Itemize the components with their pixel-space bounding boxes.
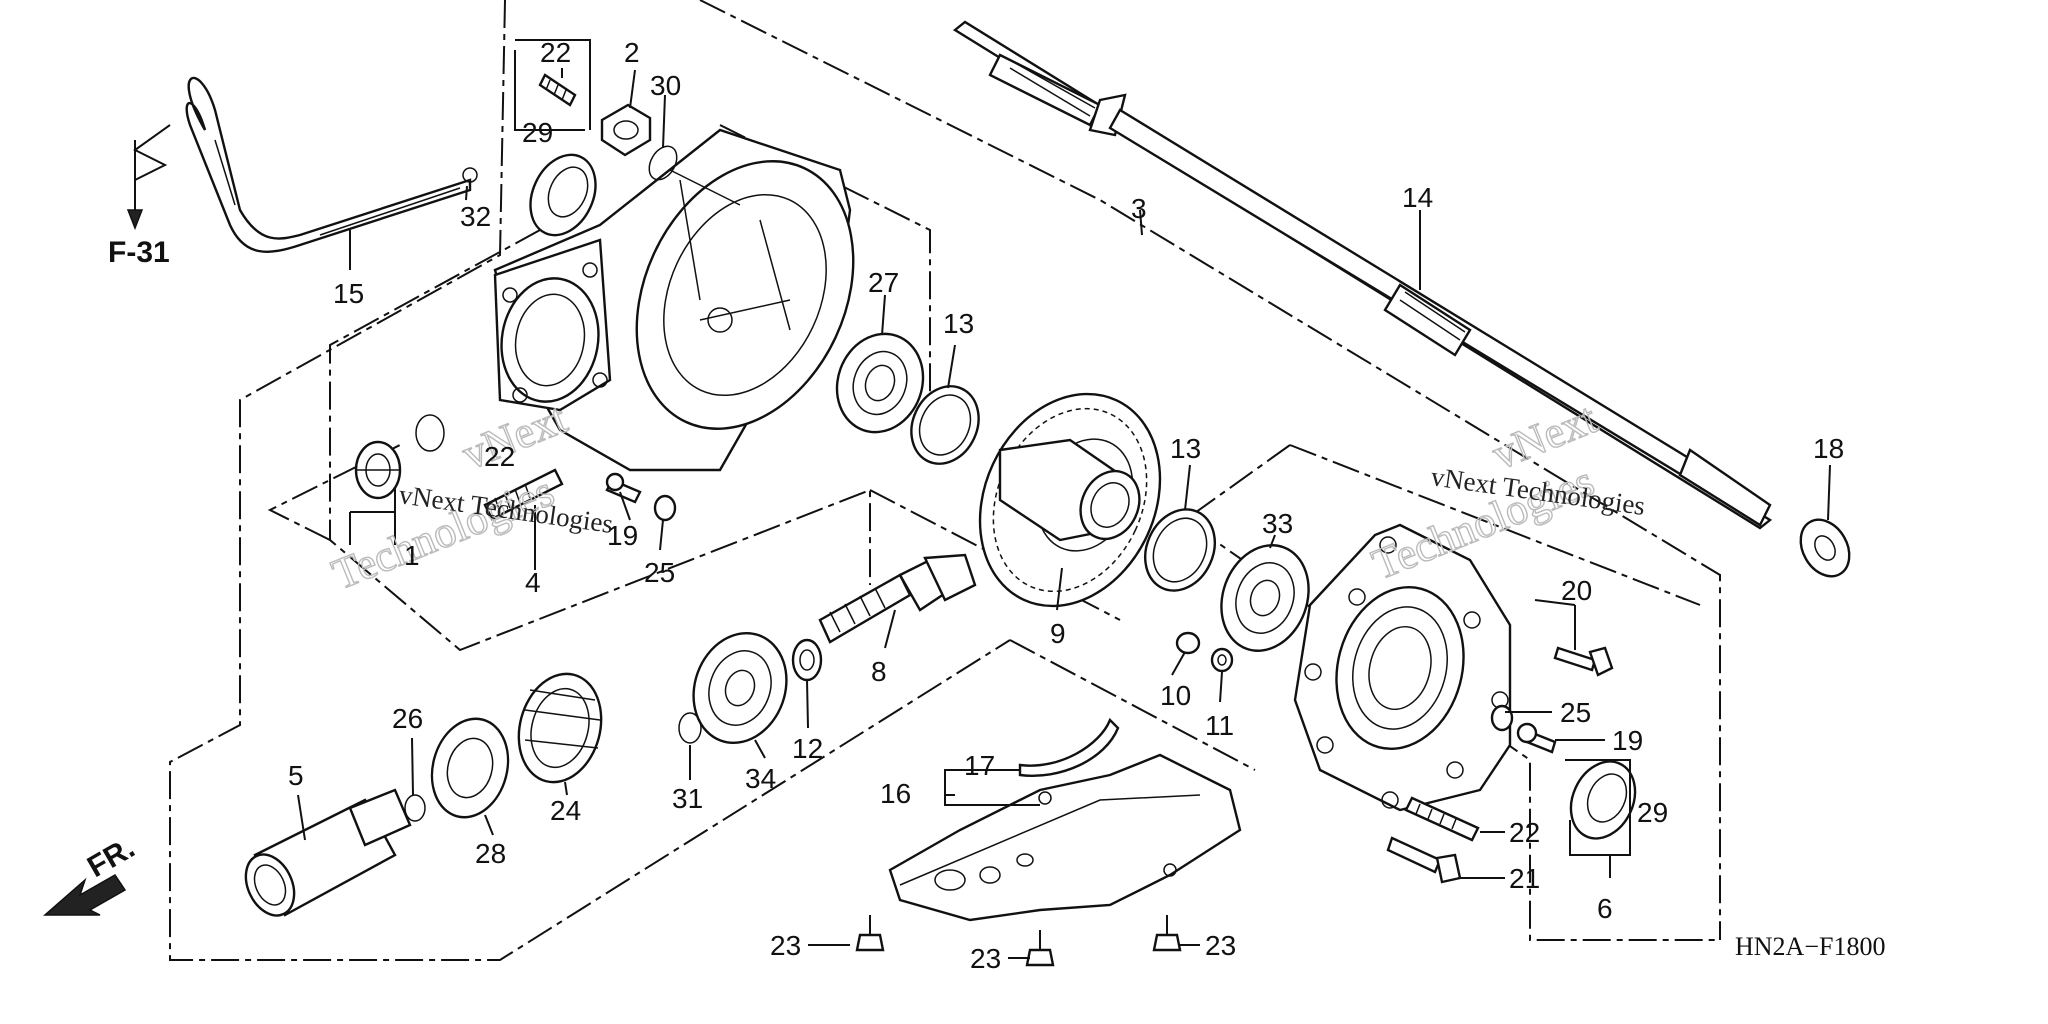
callout-13-right: 13 xyxy=(1170,433,1201,464)
axle-shaft xyxy=(952,20,1773,530)
callout-31: 31 xyxy=(672,783,703,814)
front-arrow: FR. xyxy=(43,831,140,916)
skid-plate-16 xyxy=(888,753,1242,922)
callout-19-right: 19 xyxy=(1612,725,1643,756)
callout-17: 17 xyxy=(964,750,995,781)
bolt-19-right xyxy=(1516,722,1557,754)
callout-19-left: 19 xyxy=(607,520,638,551)
callout-2: 2 xyxy=(624,37,640,68)
oil-seal-29-top xyxy=(529,153,597,237)
shim-13-left xyxy=(910,385,980,465)
callouts: 22 2 30 29 32 15 1 22 4 19 25 27 13 3 14… xyxy=(288,37,1844,974)
callout-16: 16 xyxy=(880,778,911,809)
callout-22-top: 22 xyxy=(540,37,571,68)
group-boundaries xyxy=(169,0,1721,961)
diagram-code: HN2A−F1800 xyxy=(1735,932,1885,961)
bearing-34 xyxy=(692,631,788,745)
callout-11: 11 xyxy=(1205,710,1234,741)
callout-23-left: 23 xyxy=(770,930,801,961)
ring-gear-9 xyxy=(978,392,1162,608)
final-gear-case xyxy=(493,128,855,472)
bearing-27 xyxy=(835,332,925,434)
leader-lines xyxy=(297,39,1831,959)
callout-23-mid: 23 xyxy=(970,943,1001,974)
callout-14: 14 xyxy=(1402,182,1433,213)
breather-hose xyxy=(185,76,478,253)
callout-3: 3 xyxy=(1131,193,1147,224)
callout-26: 26 xyxy=(392,703,423,734)
front-label: FR. xyxy=(82,831,140,884)
oil-seal-29-right xyxy=(1569,760,1637,840)
o-ring-26 xyxy=(404,794,426,822)
rubber-strip-17 xyxy=(1018,717,1120,777)
washer-18 xyxy=(1799,518,1851,578)
joint-5 xyxy=(244,788,412,917)
collar-12 xyxy=(791,638,823,682)
bearing-holder-24 xyxy=(517,672,603,784)
callout-10: 10 xyxy=(1160,680,1191,711)
stud-bolt xyxy=(483,468,564,521)
dowel-10 xyxy=(1175,631,1201,655)
callout-25-right: 25 xyxy=(1560,697,1591,728)
bolt-23-a xyxy=(855,915,885,952)
bolt-20 xyxy=(1553,646,1614,677)
callout-5: 5 xyxy=(288,760,304,791)
callout-12: 12 xyxy=(792,733,823,764)
callout-6: 6 xyxy=(1597,893,1613,924)
ref-label-f31: F-31 xyxy=(108,236,170,269)
callout-23-right: 23 xyxy=(1205,930,1236,961)
washer-25 xyxy=(653,494,677,522)
callout-24: 24 xyxy=(550,795,581,826)
callout-18: 18 xyxy=(1813,433,1844,464)
bolt-23-c xyxy=(1152,915,1182,952)
callout-4: 4 xyxy=(525,567,541,598)
callout-27: 27 xyxy=(868,267,899,298)
callout-22-right: 22 xyxy=(1509,817,1540,848)
callout-22-mid: 22 xyxy=(484,441,515,472)
gear-case-cover xyxy=(1293,523,1512,812)
bolt-23-b xyxy=(1025,930,1055,967)
callout-15: 15 xyxy=(333,278,364,309)
callout-32: 32 xyxy=(460,201,491,232)
washer-25-right xyxy=(1490,704,1514,732)
drive-pinion-8 xyxy=(818,553,977,644)
stud-bolt-top xyxy=(538,73,577,107)
callout-29-right: 29 xyxy=(1637,797,1668,828)
callout-33: 33 xyxy=(1262,508,1293,539)
stud-22-right xyxy=(1404,796,1480,842)
callout-21: 21 xyxy=(1509,863,1540,894)
washer-11 xyxy=(1210,647,1234,673)
callout-34: 34 xyxy=(745,763,776,794)
bolt-19 xyxy=(605,472,642,504)
callout-13-left: 13 xyxy=(943,308,974,339)
snap-ring xyxy=(415,414,445,452)
o-ring-30 xyxy=(648,145,678,181)
callout-25-left: 25 xyxy=(644,557,675,588)
callout-1: 1 xyxy=(404,540,420,571)
needle-bearing-1 xyxy=(354,440,402,500)
bolt-21 xyxy=(1386,836,1462,884)
bearing-33 xyxy=(1220,544,1310,652)
callout-28: 28 xyxy=(475,838,506,869)
callout-30: 30 xyxy=(650,70,681,101)
callout-9: 9 xyxy=(1050,618,1066,649)
filler-cap-2 xyxy=(600,103,652,157)
callout-29-top: 29 xyxy=(522,117,553,148)
shim-13-right xyxy=(1144,508,1216,592)
oil-seal-28 xyxy=(430,717,510,819)
ref-arrow-f31: F-31 xyxy=(108,124,171,269)
callout-20: 20 xyxy=(1561,575,1592,606)
callout-8: 8 xyxy=(871,656,887,687)
o-ring-31 xyxy=(678,712,702,744)
